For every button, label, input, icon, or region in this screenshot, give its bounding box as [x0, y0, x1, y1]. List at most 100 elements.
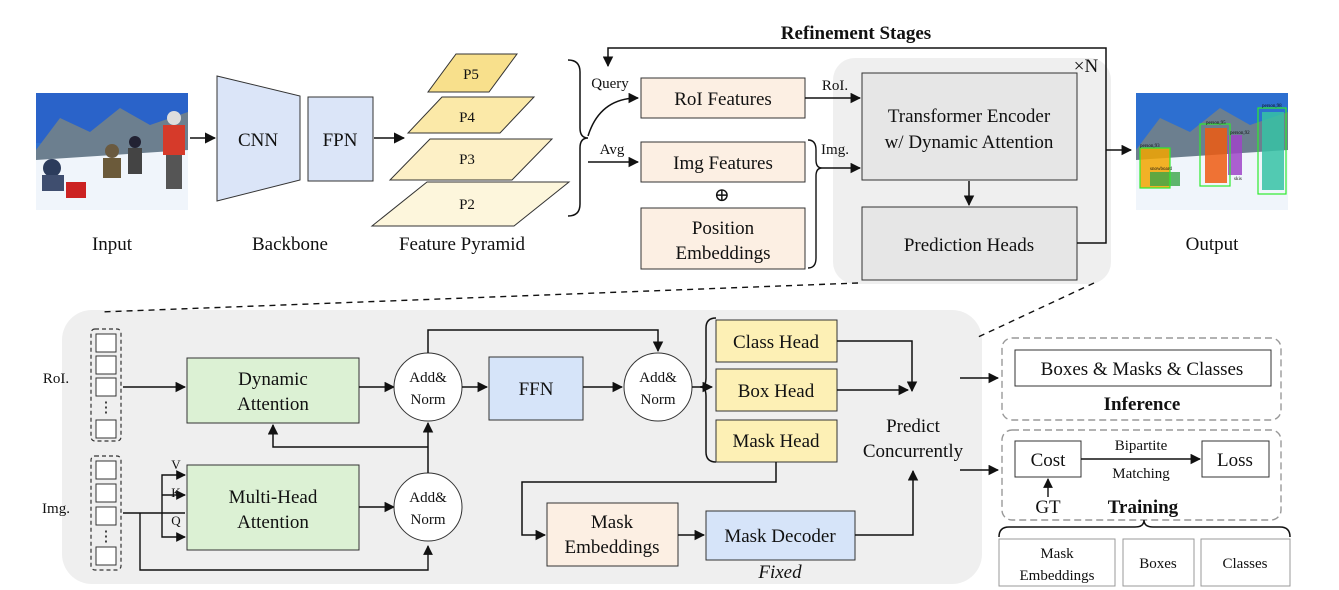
loss-box	[1201, 440, 1270, 478]
svg-text:Norm: Norm	[411, 392, 446, 408]
img-token-stack	[90, 455, 122, 571]
predict-concurrently-label: Predict	[886, 416, 941, 437]
svg-text:Box Head: Box Head	[738, 381, 815, 402]
add-norm-upper	[393, 352, 463, 422]
pyramid-brace	[567, 59, 589, 217]
svg-text:Add&: Add&	[639, 370, 677, 386]
class-head-block	[715, 319, 838, 363]
roi-input-label: RoI.	[43, 371, 69, 387]
ffn-block	[488, 356, 584, 421]
backbone-label: Backbone	[252, 234, 328, 255]
refinement-stages-title: Refinement Stages	[781, 23, 931, 44]
svg-text:P2: P2	[459, 197, 475, 213]
svg-text:Embeddings: Embeddings	[676, 243, 771, 264]
dynamic-attention-block	[186, 357, 360, 424]
svg-text:Add&: Add&	[409, 370, 447, 386]
svg-text:Multi-Head: Multi-Head	[229, 487, 318, 508]
svg-text:Dynamic: Dynamic	[238, 369, 308, 390]
fpn-block	[307, 96, 374, 182]
add-norm-ffn	[623, 352, 693, 422]
cnn-block	[216, 75, 301, 202]
pyramid-level-p2	[370, 181, 571, 227]
gt-label: GT	[1035, 497, 1061, 518]
multi-head-attention-block	[186, 464, 360, 551]
fixed-label: Fixed	[757, 562, 802, 583]
mask-embeddings-block	[546, 502, 679, 567]
img-features-box	[640, 141, 806, 183]
svg-text:Mask Decoder: Mask Decoder	[724, 526, 836, 547]
add-norm-lower	[393, 472, 463, 542]
query-label: Query	[591, 76, 629, 92]
svg-text:Add&: Add&	[409, 490, 447, 506]
refinement-loop-arrow	[602, 47, 1107, 244]
svg-text:V: V	[171, 457, 181, 472]
svg-text:Classes: Classes	[1223, 556, 1268, 572]
svg-text:P3: P3	[459, 152, 475, 168]
img-input-label: Img.	[42, 501, 70, 517]
svg-text:⋮: ⋮	[99, 529, 114, 545]
svg-text:Embeddings: Embeddings	[1020, 568, 1095, 584]
inference-label: Inference	[1104, 394, 1181, 415]
svg-text:Boxes & Masks & Classes: Boxes & Masks & Classes	[1041, 359, 1244, 380]
inference-output-box	[1014, 349, 1272, 387]
svg-text:Attention: Attention	[237, 512, 309, 533]
input-image	[36, 93, 188, 210]
svg-text:P4: P4	[459, 110, 475, 126]
svg-text:Boxes: Boxes	[1139, 556, 1177, 572]
svg-text:snowboard: snowboard	[1150, 167, 1172, 172]
img-arrow-label: Img.	[821, 142, 849, 158]
svg-text:person,98: person,98	[1262, 104, 1282, 109]
input-label: Input	[92, 234, 133, 255]
cost-box	[1014, 440, 1082, 478]
roi-token-stack	[90, 328, 122, 442]
svg-text:Bipartite: Bipartite	[1115, 438, 1168, 454]
svg-text:FFN: FFN	[519, 379, 554, 400]
transformer-encoder-box	[861, 72, 1078, 181]
svg-text:Q: Q	[171, 513, 181, 528]
roi-arrow-label: RoI.	[822, 78, 848, 94]
svg-text:w/ Dynamic Attention: w/ Dynamic Attention	[885, 132, 1054, 153]
avg-label: Avg	[600, 142, 625, 158]
pyramid-level-p4	[406, 96, 536, 134]
svg-text:Mask Head: Mask Head	[732, 431, 820, 452]
svg-text:Matching: Matching	[1112, 466, 1170, 482]
output-label: Output	[1186, 234, 1240, 255]
svg-text:Img Features: Img Features	[673, 153, 773, 174]
svg-text:Concurrently: Concurrently	[863, 441, 964, 462]
svg-text:Norm: Norm	[641, 392, 676, 408]
svg-text:RoI Features: RoI Features	[674, 89, 772, 110]
svg-text:Transformer Encoder: Transformer Encoder	[888, 106, 1051, 127]
svg-text:Loss: Loss	[1217, 450, 1253, 471]
svg-text:Position: Position	[692, 218, 755, 239]
svg-text:K: K	[171, 485, 181, 500]
svg-text:Norm: Norm	[411, 512, 446, 528]
cnn-label: CNN	[238, 130, 278, 151]
svg-text:Attention: Attention	[237, 394, 309, 415]
training-label: Training	[1108, 497, 1179, 518]
svg-text:⋮: ⋮	[99, 400, 114, 416]
gt-classes-box	[1200, 538, 1291, 587]
svg-text:person,93: person,93	[1140, 144, 1160, 149]
pyramid-level-p5	[427, 53, 518, 93]
svg-text:person,92: person,92	[1230, 131, 1250, 136]
svg-text:Mask: Mask	[591, 512, 634, 533]
mask-decoder-block	[705, 510, 856, 561]
repeat-n-label: ×N	[1074, 56, 1099, 77]
fpn-label: FPN	[323, 130, 358, 151]
add-symbol: ⊕	[714, 185, 730, 206]
svg-text:P5: P5	[463, 67, 479, 83]
gt-boxes-box	[1122, 538, 1195, 587]
svg-text:person,95: person,95	[1206, 121, 1226, 126]
prediction-heads-box	[861, 206, 1078, 281]
svg-text:Class Head: Class Head	[733, 332, 820, 353]
box-head-block	[715, 368, 838, 412]
feature-pyramid-label: Feature Pyramid	[399, 234, 526, 255]
gt-mask-embeddings-box	[998, 538, 1116, 587]
svg-text:skis: skis	[1234, 177, 1242, 182]
output-image: person,98 person,95 person,92 person,93 …	[1136, 93, 1288, 210]
svg-text:Cost: Cost	[1031, 450, 1067, 471]
position-embeddings-box	[640, 207, 806, 270]
svg-text:Prediction Heads: Prediction Heads	[904, 235, 1034, 256]
pyramid-level-p3	[388, 138, 554, 181]
